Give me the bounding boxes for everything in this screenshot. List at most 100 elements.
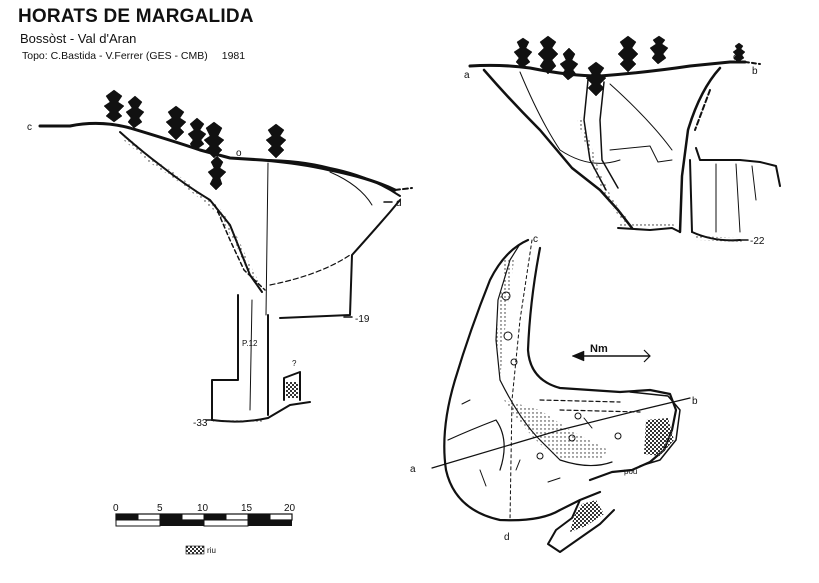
- survey-credits: Topo: C.Bastida - V.Ferrer (GES - CMB) 19…: [22, 50, 245, 62]
- left-side-fill: [286, 382, 298, 398]
- left-centre-line: [265, 162, 269, 316]
- scale-tick-15: 15: [241, 503, 253, 514]
- left-cave-roof: [261, 159, 401, 197]
- plan-outer-wall: [443, 238, 602, 522]
- left-ground-surface: [38, 121, 397, 192]
- tree-icon: [203, 121, 225, 159]
- plan-boulder: [510, 358, 518, 366]
- plan-south-fill: [570, 500, 604, 532]
- right-right-wall: [678, 66, 722, 234]
- label-a-plan: a: [410, 464, 416, 475]
- tree-icon: [265, 123, 287, 159]
- credits-year: 1981: [221, 50, 246, 62]
- tree-icon: [732, 42, 746, 63]
- label-c-left: c: [27, 122, 32, 133]
- plan-dashed-gallery: [539, 399, 641, 413]
- right-shaft-left: [583, 79, 607, 191]
- plan-chamber-fill: [504, 400, 608, 460]
- label-o-right: o: [733, 52, 739, 63]
- scale-segment: [204, 514, 226, 520]
- left-cross-section: [38, 121, 413, 424]
- right-dashed-wall: [694, 89, 711, 131]
- plan-section-line-ab: [431, 397, 691, 469]
- label-depth-22: -22: [750, 236, 765, 247]
- tree-icon: [559, 47, 579, 81]
- right-extension: [695, 147, 781, 187]
- north-arrow-tail: [643, 349, 651, 363]
- left-shaft-floor: [211, 401, 311, 423]
- tree-icon: [537, 35, 559, 75]
- left-chamber-floor-arc: [269, 254, 351, 286]
- plan-inner-wall: [526, 246, 678, 482]
- scale-segment: [137, 513, 161, 521]
- page-title: HORATS DE MARGALIDA: [18, 6, 254, 27]
- label-d-left: d: [396, 198, 402, 209]
- label-depth-19: -19: [355, 314, 370, 325]
- right-left-wall: [482, 68, 634, 230]
- left-inner-slope: [214, 204, 266, 291]
- tree-icon: [187, 117, 207, 151]
- left-tree-group: [103, 89, 287, 191]
- right-floor: [617, 227, 681, 233]
- plan-east-pocket: [629, 391, 681, 467]
- north-arrow-head: [571, 350, 585, 362]
- right-inner-step: [609, 145, 673, 163]
- left-chamber-arc: [329, 171, 373, 206]
- label-c-plan: c: [533, 234, 538, 245]
- tree-icon: [513, 37, 533, 69]
- right-extension-rubble: [694, 236, 742, 242]
- plan-boulder: [501, 291, 511, 301]
- right-cross-section: [468, 60, 781, 242]
- scale-segment: [116, 514, 138, 520]
- tree-icon: [649, 35, 669, 65]
- scale-segment: [225, 513, 249, 521]
- right-shaft-right: [599, 81, 619, 189]
- right-tree-group: [513, 35, 746, 97]
- right-ground-tail: [744, 61, 761, 65]
- plan-left-detail: [447, 419, 505, 471]
- scale-tick-10: 10: [197, 503, 209, 514]
- river-legend-swatch: [185, 545, 205, 555]
- right-extension-left: [689, 159, 693, 233]
- scale-lower-segment: [203, 519, 249, 527]
- credits-text: Topo: C.Bastida - V.Ferrer (GES - CMB): [22, 50, 208, 62]
- plan-east-fill: [644, 418, 674, 456]
- scale-tick-20: 20: [284, 503, 296, 514]
- label-o-left: o: [236, 148, 242, 159]
- label-pitch: P.12: [242, 339, 258, 348]
- cave-plan-view: [431, 238, 691, 553]
- right-extension-inner: [715, 163, 757, 233]
- plan-small-arrows: [461, 399, 593, 487]
- right-inner-arc: [519, 71, 621, 164]
- left-side-chamber: [283, 371, 301, 401]
- left-shaft-centre: [249, 299, 253, 411]
- label-north: Nm: [590, 343, 608, 355]
- label-pou: pou: [624, 467, 637, 476]
- tree-icon: [103, 89, 125, 123]
- plan-boulder: [568, 434, 576, 442]
- location-subtitle: Bossòst - Val d'Aran: [20, 31, 137, 46]
- label-depth-33: -33: [193, 418, 208, 429]
- left-ground-tail: [394, 187, 413, 191]
- tree-icon: [617, 35, 639, 73]
- scale-lower-segment: [160, 520, 204, 526]
- plan-section-line-cd: [509, 239, 533, 521]
- label-b-right: b: [752, 66, 758, 77]
- scale-segment: [269, 513, 293, 521]
- label-b-plan: b: [692, 396, 698, 407]
- tree-icon: [207, 155, 227, 191]
- plan-boulder: [503, 331, 513, 341]
- scale-segment: [160, 514, 182, 520]
- scale-segment: [181, 513, 205, 521]
- plan-upper-fill: [496, 260, 514, 380]
- left-chamber-wall: [279, 199, 401, 319]
- plan-south-passage: [547, 499, 615, 553]
- scale-lower-segment: [248, 520, 292, 526]
- left-shaft-left-wall: [211, 294, 239, 421]
- scale-tick-5: 5: [157, 503, 163, 514]
- scale-bar: [115, 513, 293, 527]
- tree-icon: [585, 61, 607, 97]
- label-unknown: ?: [292, 359, 297, 368]
- plan-boulder: [574, 412, 582, 420]
